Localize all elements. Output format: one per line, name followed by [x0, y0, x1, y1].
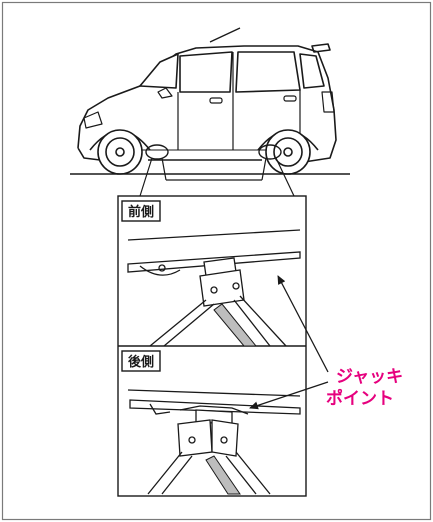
rear-hub	[283, 147, 293, 157]
callout-line-2: ポイント	[326, 388, 394, 409]
front-window	[179, 51, 233, 93]
rear-jack-arm-right-outer	[235, 451, 271, 495]
rear-tire	[265, 129, 311, 175]
rear-sill-flange	[149, 403, 171, 415]
callout-arrows	[249, 275, 329, 410]
windshield	[139, 53, 179, 89]
front-jack-arm-right-outer	[239, 295, 287, 347]
front-jack-shade	[213, 303, 258, 347]
rear-rim	[273, 137, 303, 167]
front-jack-arm-right-inner	[233, 299, 271, 347]
front-sill-flange	[139, 265, 181, 276]
rear-sill-lip	[179, 405, 249, 415]
front-jack-pin-2	[232, 282, 240, 290]
rear-jack-detail	[127, 389, 301, 495]
front-bolt	[158, 264, 166, 272]
front-tire	[97, 129, 143, 175]
headlight	[83, 111, 103, 129]
rear-jack-arm-right-inner	[225, 455, 257, 495]
front-jack-detail	[127, 229, 301, 347]
rear-window	[235, 51, 301, 93]
front-underbody-edge	[127, 229, 301, 241]
rear-callout-arrow	[249, 381, 329, 410]
leader-lines	[139, 157, 295, 197]
front-door-handle	[209, 97, 223, 104]
rear-jack-arm-left-outer	[147, 451, 183, 495]
rear-jack-arm-left-inner	[161, 455, 193, 495]
rear-jack-pin-1	[188, 436, 196, 444]
rear-underbody-edge	[127, 389, 301, 397]
car-side-view	[70, 27, 350, 175]
front-label: 前側	[128, 204, 154, 220]
car-body-outline	[77, 45, 337, 163]
rear-label: 後側	[128, 354, 154, 370]
front-jack-pin-1	[210, 286, 218, 294]
rear-door-handle	[283, 95, 297, 102]
front-jack-point-marker	[145, 144, 169, 160]
front-jack-arm-left-outer	[149, 299, 207, 347]
front-hub	[115, 147, 125, 157]
front-jack-arm-left-inner	[163, 303, 215, 347]
front-callout-arrow	[277, 275, 329, 373]
callout-line-1: ジャッキ	[336, 367, 403, 387]
rear-label-box	[121, 350, 161, 372]
antenna	[209, 27, 241, 43]
rear-jack-shade	[205, 455, 241, 495]
quarter-window	[299, 53, 325, 89]
front-rim	[105, 137, 135, 167]
tail-light	[321, 91, 335, 113]
rear-jack-pin-2	[220, 436, 228, 444]
rear-jack-point-marker	[258, 144, 282, 160]
rear-jack-saddle-right	[211, 419, 239, 457]
front-label-box	[121, 200, 161, 222]
side-mirror	[157, 87, 173, 99]
